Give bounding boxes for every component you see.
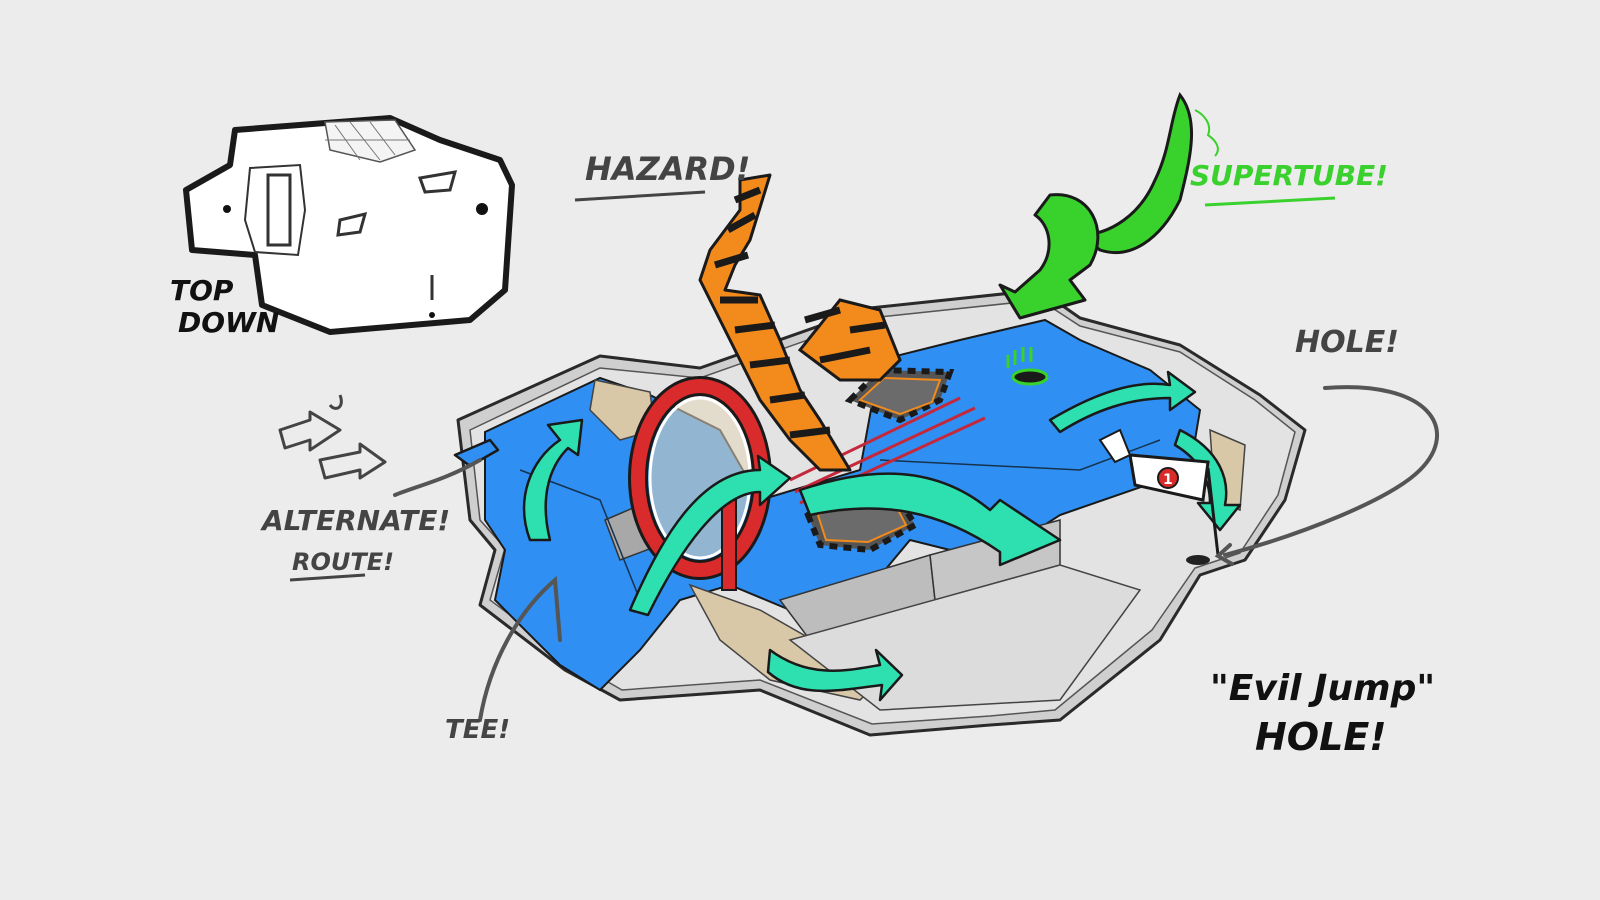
- hazard-sculpture: [698, 173, 902, 472]
- supertube: [998, 92, 1219, 320]
- hole-flag: [1098, 428, 1220, 556]
- tube-exit: [1006, 347, 1049, 386]
- top-down-label-2: DOWN: [178, 306, 279, 339]
- alternate-pointer-arrow: [393, 458, 482, 497]
- hazard-label: HAZARD!: [585, 150, 750, 188]
- supertube-label: SUPERTUBE!: [1190, 159, 1388, 192]
- annotation-arrows: [393, 385, 1439, 722]
- hole-cup: [1186, 555, 1210, 565]
- hazard-pit-lower: [804, 497, 920, 554]
- shot-arrow-1: [522, 418, 584, 542]
- route-label: ROUTE!: [292, 548, 394, 576]
- shot-arrow-4: [766, 648, 904, 702]
- alternate-label: ALTERNATE!: [260, 504, 450, 537]
- alt-route-arrow: [453, 438, 500, 468]
- alternate-route-doodle: [278, 394, 387, 480]
- shot-arrow-3: [798, 472, 1062, 567]
- tee-label: TEE!: [445, 715, 510, 745]
- hole-label: HOLE!: [1295, 325, 1399, 360]
- top-down-label: TOP: [170, 274, 234, 307]
- hole-pointer-arrow: [1223, 385, 1439, 557]
- shot-arrow-5: [1048, 370, 1197, 434]
- shot-arrow-2: [628, 454, 792, 617]
- shot-arrows: [453, 370, 1242, 702]
- tee-pointer-arrow: [478, 575, 562, 722]
- top-down-map: [183, 115, 515, 335]
- flag-number: 1: [1163, 472, 1173, 488]
- title-line-2: HOLE!: [1255, 715, 1387, 759]
- title-line-1: "Evil Jump": [1210, 668, 1435, 709]
